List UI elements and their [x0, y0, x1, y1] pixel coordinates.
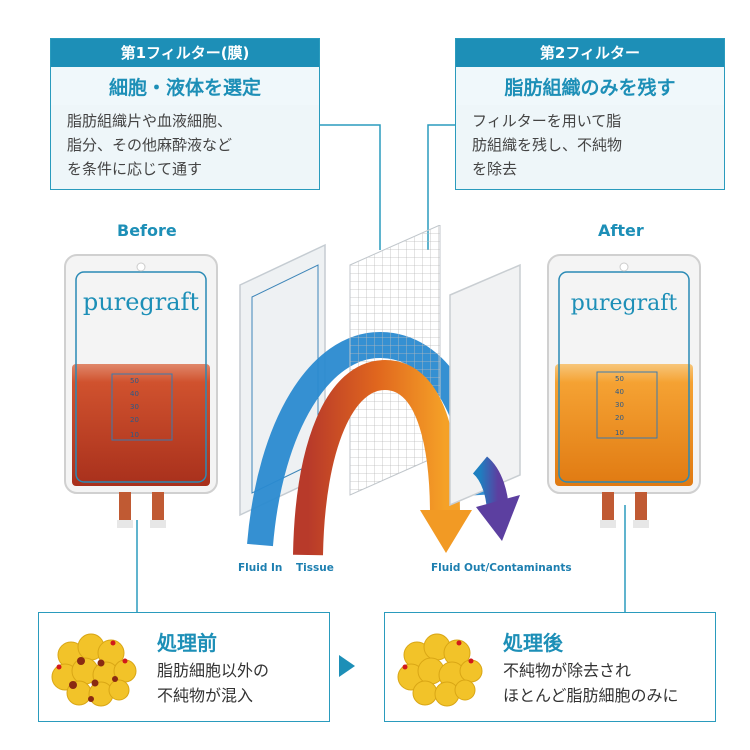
before-bag-brand: puregraft — [83, 288, 200, 316]
scale-label: 30 — [130, 403, 139, 411]
process-arrow-icon — [339, 655, 355, 677]
filter-flow-diagram — [239, 225, 521, 556]
tissue-arrow — [293, 359, 460, 556]
bag-fluid — [72, 364, 210, 486]
membrane-panel-2 — [449, 263, 521, 507]
scale-label: 10 — [130, 431, 139, 439]
filter2-header: 第2フィルター — [456, 39, 724, 67]
after-bag-brand: puregraft — [571, 291, 678, 316]
label-before: Before — [117, 221, 177, 240]
flow-label-tissue: Tissue — [296, 562, 334, 574]
fat-cell-cluster-icon — [51, 633, 137, 707]
result-before-desc: 脂肪細胞以外の 不純物が混入 — [157, 661, 270, 705]
fluid-out-arrowhead — [476, 495, 520, 541]
scale-label: 50 — [615, 375, 624, 383]
bag-label-frame — [558, 271, 690, 483]
scale-label: 50 — [130, 377, 139, 385]
label-after: After — [598, 221, 644, 240]
scale-label: 40 — [615, 388, 624, 396]
connector-filter2 — [427, 124, 455, 250]
filter1-header: 第1フィルター(膜) — [51, 39, 319, 67]
bag-label-frame — [75, 271, 207, 483]
filter1-callout: 第1フィルター(膜) 細胞・液体を選定 脂肪組織片や血液細胞、 脂分、その他麻酔… — [50, 38, 320, 190]
filter1-body: 脂肪組織片や血液細胞、 脂分、その他麻酔液など を条件に応じて通す — [51, 105, 319, 189]
bag-fluid — [555, 364, 693, 486]
scale-label: 40 — [130, 390, 139, 398]
result-after-desc: 不純物が除去され ほとんど脂肪細胞のみに — [503, 661, 679, 705]
before-bag: puregraft 50 40 30 20 10 — [64, 254, 218, 528]
filter2-subtitle: 脂肪組織のみを残す — [456, 67, 724, 105]
result-before-title: 処理前 — [157, 631, 217, 655]
filter2-callout: 第2フィルター 脂肪組織のみを残す フィルターを用いて脂 肪組織を残し、不純物 … — [455, 38, 725, 190]
scale-label: 30 — [615, 401, 624, 409]
scale-label: 10 — [615, 429, 624, 437]
fat-cell-cluster-icon — [397, 633, 483, 707]
connector-filter1 — [318, 124, 381, 250]
filter1-subtitle: 細胞・液体を選定 — [51, 67, 319, 105]
scale-label: 20 — [615, 414, 624, 422]
scale-label: 20 — [130, 416, 139, 424]
result-after-box: 処理後 不純物が除去され ほとんど脂肪細胞のみに — [384, 612, 716, 722]
filter2-body: フィルターを用いて脂 肪組織を残し、不純物 を除去 — [456, 105, 724, 189]
result-after-title: 処理後 — [503, 631, 563, 655]
flow-label-fluid-out: Fluid Out/Contaminants — [431, 562, 572, 574]
result-before-box: 処理前 脂肪細胞以外の 不純物が混入 — [38, 612, 330, 722]
tissue-arrowhead — [420, 510, 472, 553]
after-bag: puregraft 50 40 30 20 10 — [547, 254, 701, 528]
flow-label-fluid-in: Fluid In — [238, 562, 283, 574]
